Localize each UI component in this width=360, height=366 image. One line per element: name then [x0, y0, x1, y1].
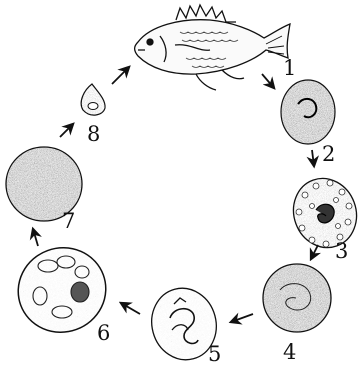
stage-8-spore: [76, 82, 108, 120]
stage-label-8: 8: [87, 124, 100, 145]
arrow-7-to-8: [60, 124, 73, 137]
stage-4-cell: [260, 262, 336, 334]
stage-label-5: 5: [208, 344, 221, 365]
arrow-8-to-fish: [112, 67, 129, 84]
stage-1-cell: [270, 70, 350, 160]
arrow-6-to-7: [33, 229, 38, 246]
arrow-2-to-3: [311, 245, 318, 259]
stage-3-cell: [284, 170, 360, 260]
arrow-4-to-5: [231, 314, 253, 322]
stage-label-7: 7: [62, 211, 75, 232]
stage-label-1: 1: [283, 58, 296, 79]
fish-illustration: [135, 5, 290, 90]
arrow-fish-to-1: [262, 74, 274, 88]
stage-label-2: 2: [322, 144, 335, 165]
stage-label-4: 4: [283, 342, 296, 363]
arrow-1-to-2: [312, 150, 314, 166]
stage-label-3: 3: [335, 241, 348, 262]
stage-label-6: 6: [97, 323, 110, 344]
arrow-5-to-6: [121, 303, 140, 314]
